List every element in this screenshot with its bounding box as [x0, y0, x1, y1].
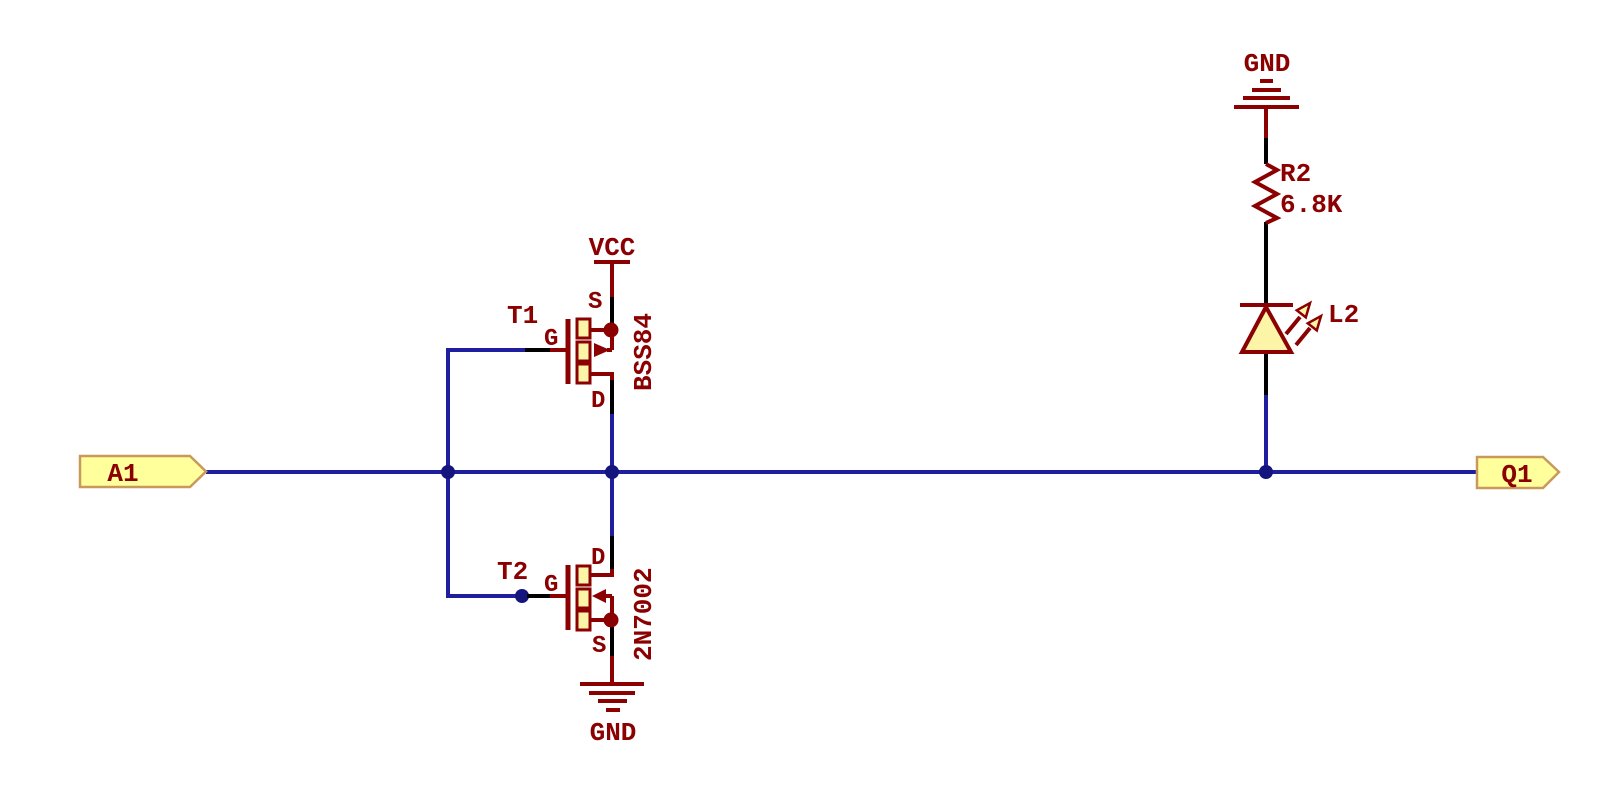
t1-drain-link: [590, 372, 614, 380]
pin-segments: [525, 137, 1268, 657]
gnd-symbol-bottom[interactable]: GND: [580, 656, 644, 748]
led-l2[interactable]: L2: [1238, 300, 1359, 354]
input-port-label: A1: [107, 459, 138, 489]
led-emission-arrow-2-shaft: [1294, 326, 1312, 347]
junction-dot-gate-branch[interactable]: [441, 465, 455, 479]
led-emission-arrow-2-head-icon: [1305, 313, 1324, 333]
t2-part-name[interactable]: 2N7002: [629, 567, 659, 661]
t1-designator[interactable]: T1: [507, 301, 538, 331]
gnd-symbol-top[interactable]: GND: [1234, 49, 1299, 138]
t2-designator[interactable]: T2: [497, 557, 528, 587]
t1-part-name[interactable]: BSS84: [629, 313, 659, 391]
gnd-top-icon: [1234, 79, 1299, 109]
vcc-symbol[interactable]: VCC: [589, 233, 636, 297]
r2-designator[interactable]: R2: [1280, 159, 1311, 189]
junction-dot-drain[interactable]: [605, 465, 619, 479]
net-wires[interactable]: [206, 348, 1478, 603]
input-port-flag[interactable]: A1: [78, 454, 208, 489]
gnd-top-label: GND: [1244, 49, 1291, 79]
t2-pin-label-source: S: [592, 633, 606, 660]
led-emission-arrow-1-shaft: [1284, 315, 1302, 336]
t2-drain-link: [590, 569, 614, 577]
gnd-bottom-icon: [580, 682, 644, 712]
t2-pin-label-drain: D: [591, 545, 605, 572]
t2-channel-box-top: [575, 564, 592, 587]
t2-pin-label-gate: G: [544, 572, 558, 599]
gnd-bottom-label: GND: [590, 718, 637, 748]
t1-pin-label-source: S: [588, 289, 602, 316]
t2-body-arrow-icon: [592, 589, 606, 603]
transistor-t1[interactable]: T1 G S D BSS84: [507, 289, 659, 415]
output-flag-shape[interactable]: [1475, 455, 1561, 490]
t1-body-dot: [603, 322, 619, 338]
output-port-flag[interactable]: Q1: [1475, 455, 1561, 490]
r2-value[interactable]: 6.8K: [1280, 190, 1343, 220]
junction-dot-led[interactable]: [1259, 465, 1273, 479]
resistor-r2[interactable]: R2 6.8K: [1250, 159, 1343, 225]
t2-body-dot: [603, 612, 619, 628]
t1-body-arrow-icon: [594, 343, 610, 357]
led-designator[interactable]: L2: [1328, 300, 1359, 330]
t2-channel-box-bot: [575, 609, 592, 632]
t1-body-link: [607, 336, 614, 352]
vcc-label: VCC: [589, 233, 636, 263]
t1-channel-box-mid: [575, 340, 592, 363]
r2-zigzag-icon: [1250, 162, 1282, 225]
t1-pin-label-drain: D: [591, 388, 605, 415]
led-triangle-icon: [1238, 302, 1295, 354]
t2-body-link: [604, 594, 614, 613]
t1-channel-box-bot: [575, 362, 592, 385]
t1-pin-label-gate: G: [544, 326, 558, 353]
output-port-label: Q1: [1501, 460, 1532, 490]
t1-channel-box-top: [575, 317, 592, 340]
transistor-t2[interactable]: T2 G D S 2N7002: [497, 545, 659, 661]
input-flag-shape[interactable]: [78, 454, 208, 489]
t2-channel-box-mid: [575, 587, 592, 610]
led-emission-arrow-1-head-icon: [1294, 300, 1313, 320]
junction-dot-t2-gate[interactable]: [515, 589, 529, 603]
